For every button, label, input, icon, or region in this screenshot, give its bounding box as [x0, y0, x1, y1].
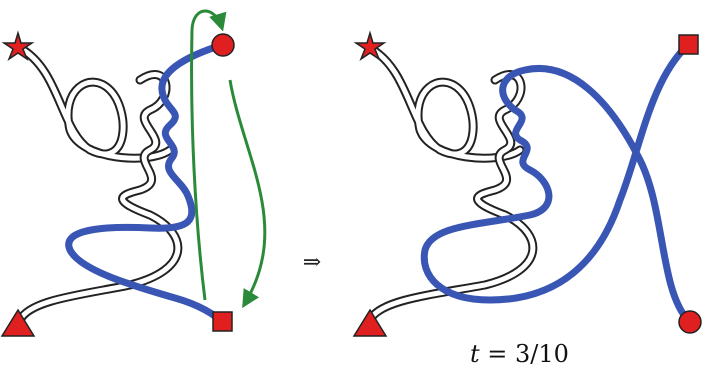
left-green-arrow-up: [190, 9, 227, 301]
left-star-icon: [1, 30, 35, 61]
time-variable: t: [470, 340, 480, 368]
right-triangle-icon: [352, 308, 388, 337]
time-caption: t = 3/10: [470, 340, 610, 368]
left-double-strand: [15, 43, 183, 325]
right-circle-icon: [678, 310, 702, 334]
right-star-icon: [353, 30, 387, 61]
right-panel: [352, 30, 702, 337]
left-square-icon: [212, 311, 233, 332]
right-square-icon: [678, 34, 699, 55]
left-green-arrow-down: [228, 79, 267, 309]
time-value: = 3/10: [487, 340, 569, 368]
right-blue-strand: [420, 41, 692, 324]
right-double-strand: [365, 43, 538, 325]
left-circle-icon: [211, 33, 235, 57]
left-triangle-icon: [0, 308, 36, 337]
left-panel: [0, 9, 267, 337]
left-blue-strand: [65, 41, 226, 326]
implies-arrow: ⇒: [302, 250, 322, 275]
